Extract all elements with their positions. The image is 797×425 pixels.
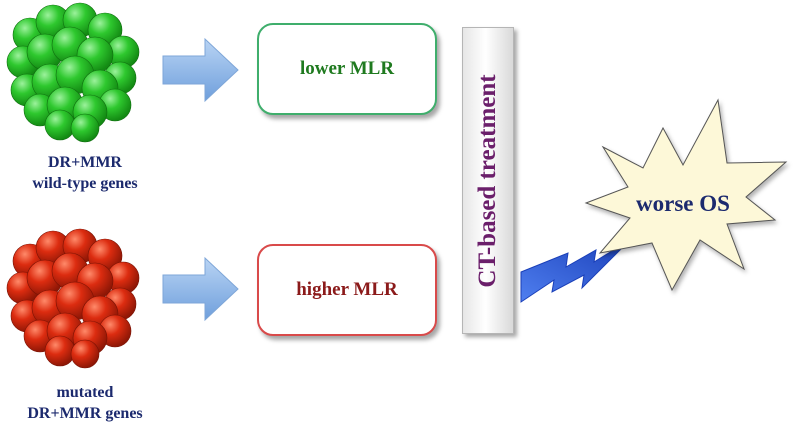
mutated-cell-cluster <box>6 228 140 369</box>
worse-os-label: worse OS <box>636 191 730 216</box>
wild-type-cell-cluster <box>6 2 140 143</box>
cell-sphere <box>70 113 100 143</box>
worse-os-starburst <box>584 98 788 292</box>
cell-sphere <box>70 339 100 369</box>
lower-mlr-label: lower MLR <box>299 58 395 79</box>
wild-type-caption: DR+MMR wild-type genes <box>2 152 168 194</box>
ct-treatment-label: CT-based treatment <box>474 73 501 288</box>
arrow-to-higher-mlr <box>162 256 239 322</box>
wild-type-caption-line2: wild-type genes <box>32 175 138 192</box>
cell-sphere <box>44 109 76 141</box>
mutated-caption: mutated DR+MMR genes <box>0 382 170 424</box>
lower-mlr-box: lower MLR <box>257 23 437 115</box>
lightning-bolt <box>520 239 631 303</box>
higher-mlr-box: higher MLR <box>257 244 437 336</box>
wild-type-caption-line1: DR+MMR <box>48 154 122 171</box>
arrow-to-lower-mlr <box>162 37 239 103</box>
ct-treatment-bar: CT-based treatment <box>462 27 514 334</box>
mutated-caption-line1: mutated <box>56 384 114 401</box>
cell-sphere <box>44 335 76 367</box>
higher-mlr-label: higher MLR <box>296 279 398 300</box>
mutated-caption-line2: DR+MMR genes <box>27 405 143 422</box>
